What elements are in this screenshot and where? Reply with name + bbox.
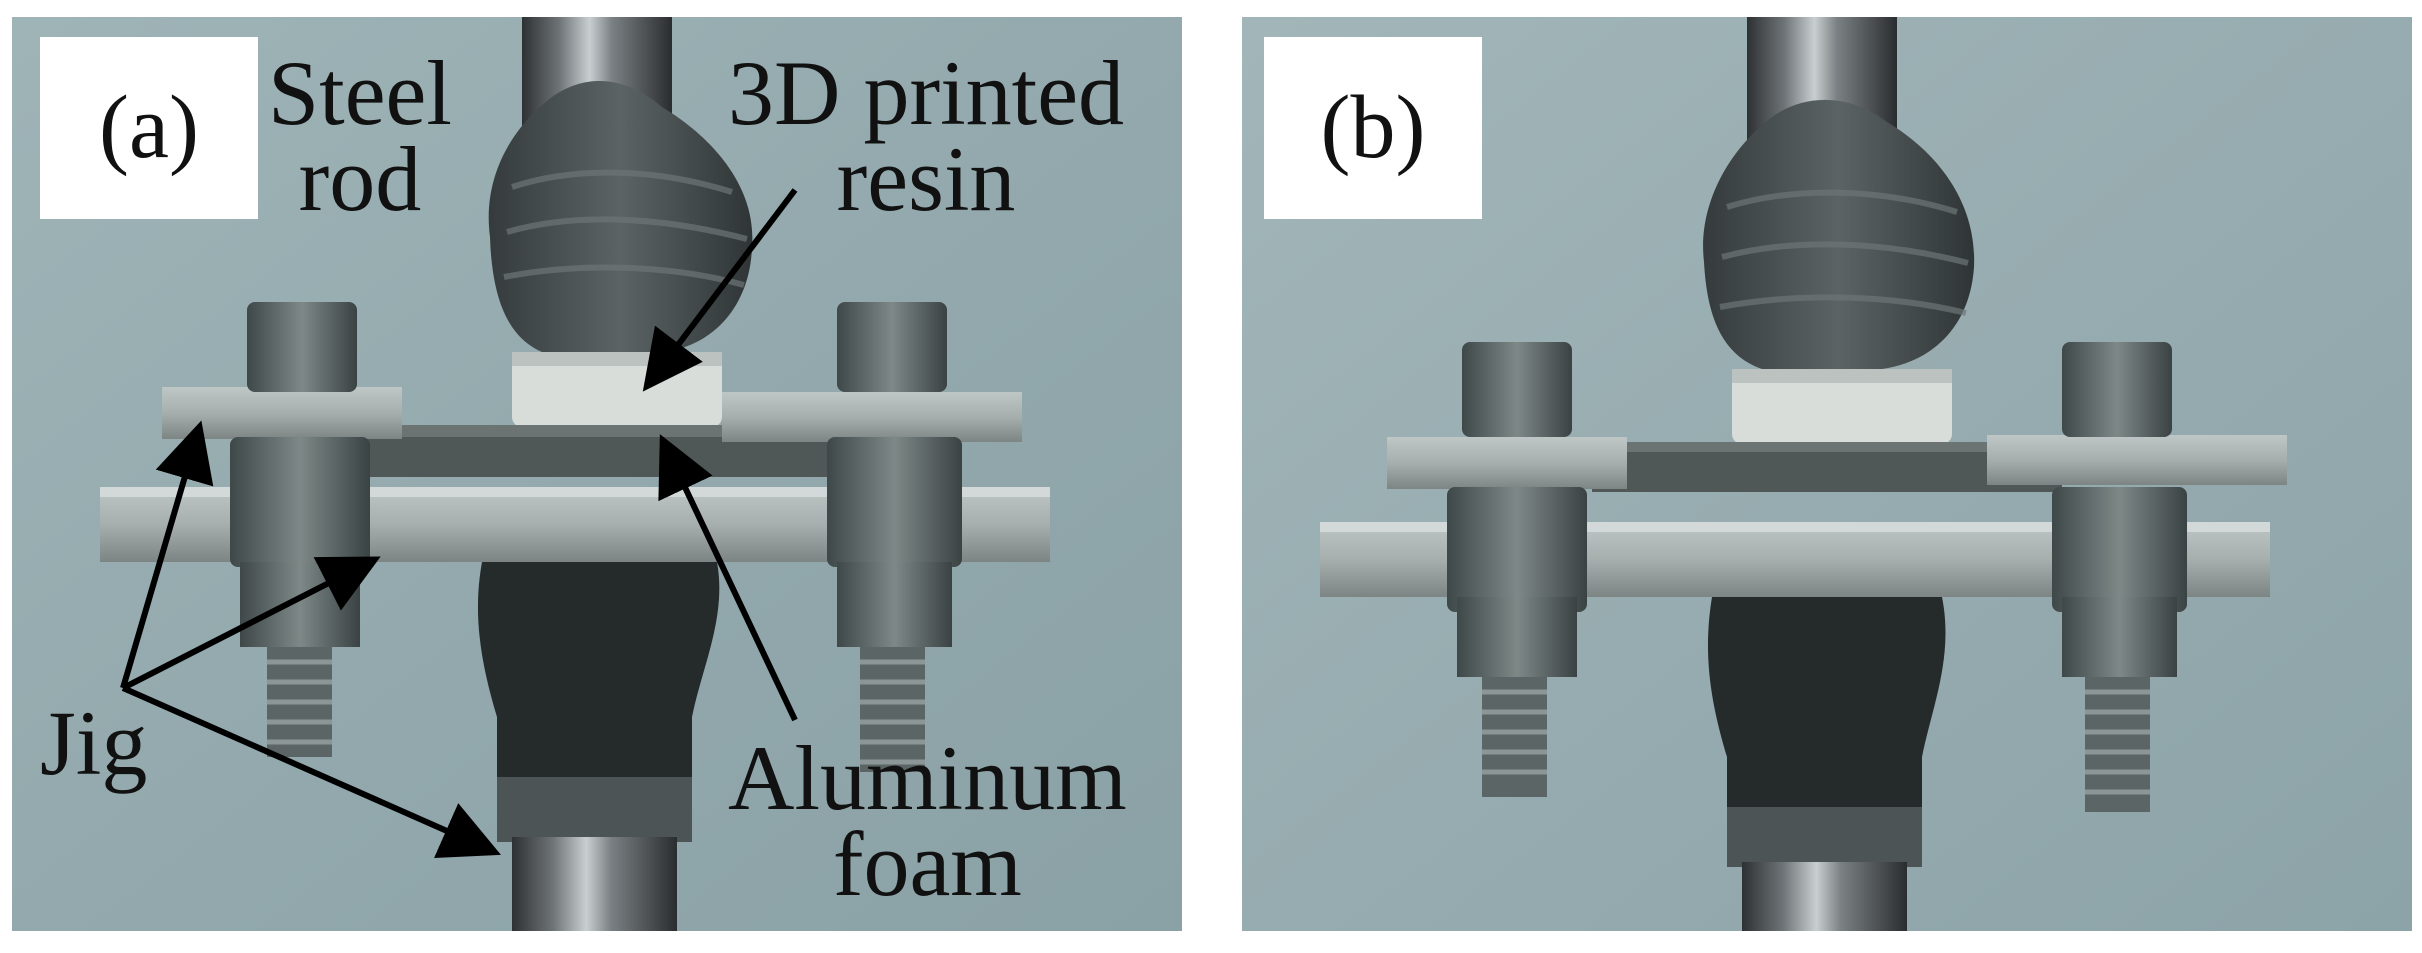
label-steel-rod-line2: rod [298,128,422,231]
label-resin-line1: 3D printed [728,42,1125,144]
panel-tag-a: (a) [40,37,258,219]
label-steel-rod: Steel rod [268,42,452,231]
label-resin: 3D printed resin [728,42,1125,231]
label-steel-rod-line1: Steel [268,42,452,144]
label-jig: Jig [40,692,148,794]
label-foam-line2: foam [832,813,1022,916]
label-foam-line1: Aluminum [728,727,1127,829]
panel-tag-b: (b) [1264,37,1482,219]
photo-panel-b: (b) [1242,17,2412,931]
label-resin-line2: resin [836,128,1016,231]
label-aluminum-foam: Aluminum foam [728,727,1127,916]
